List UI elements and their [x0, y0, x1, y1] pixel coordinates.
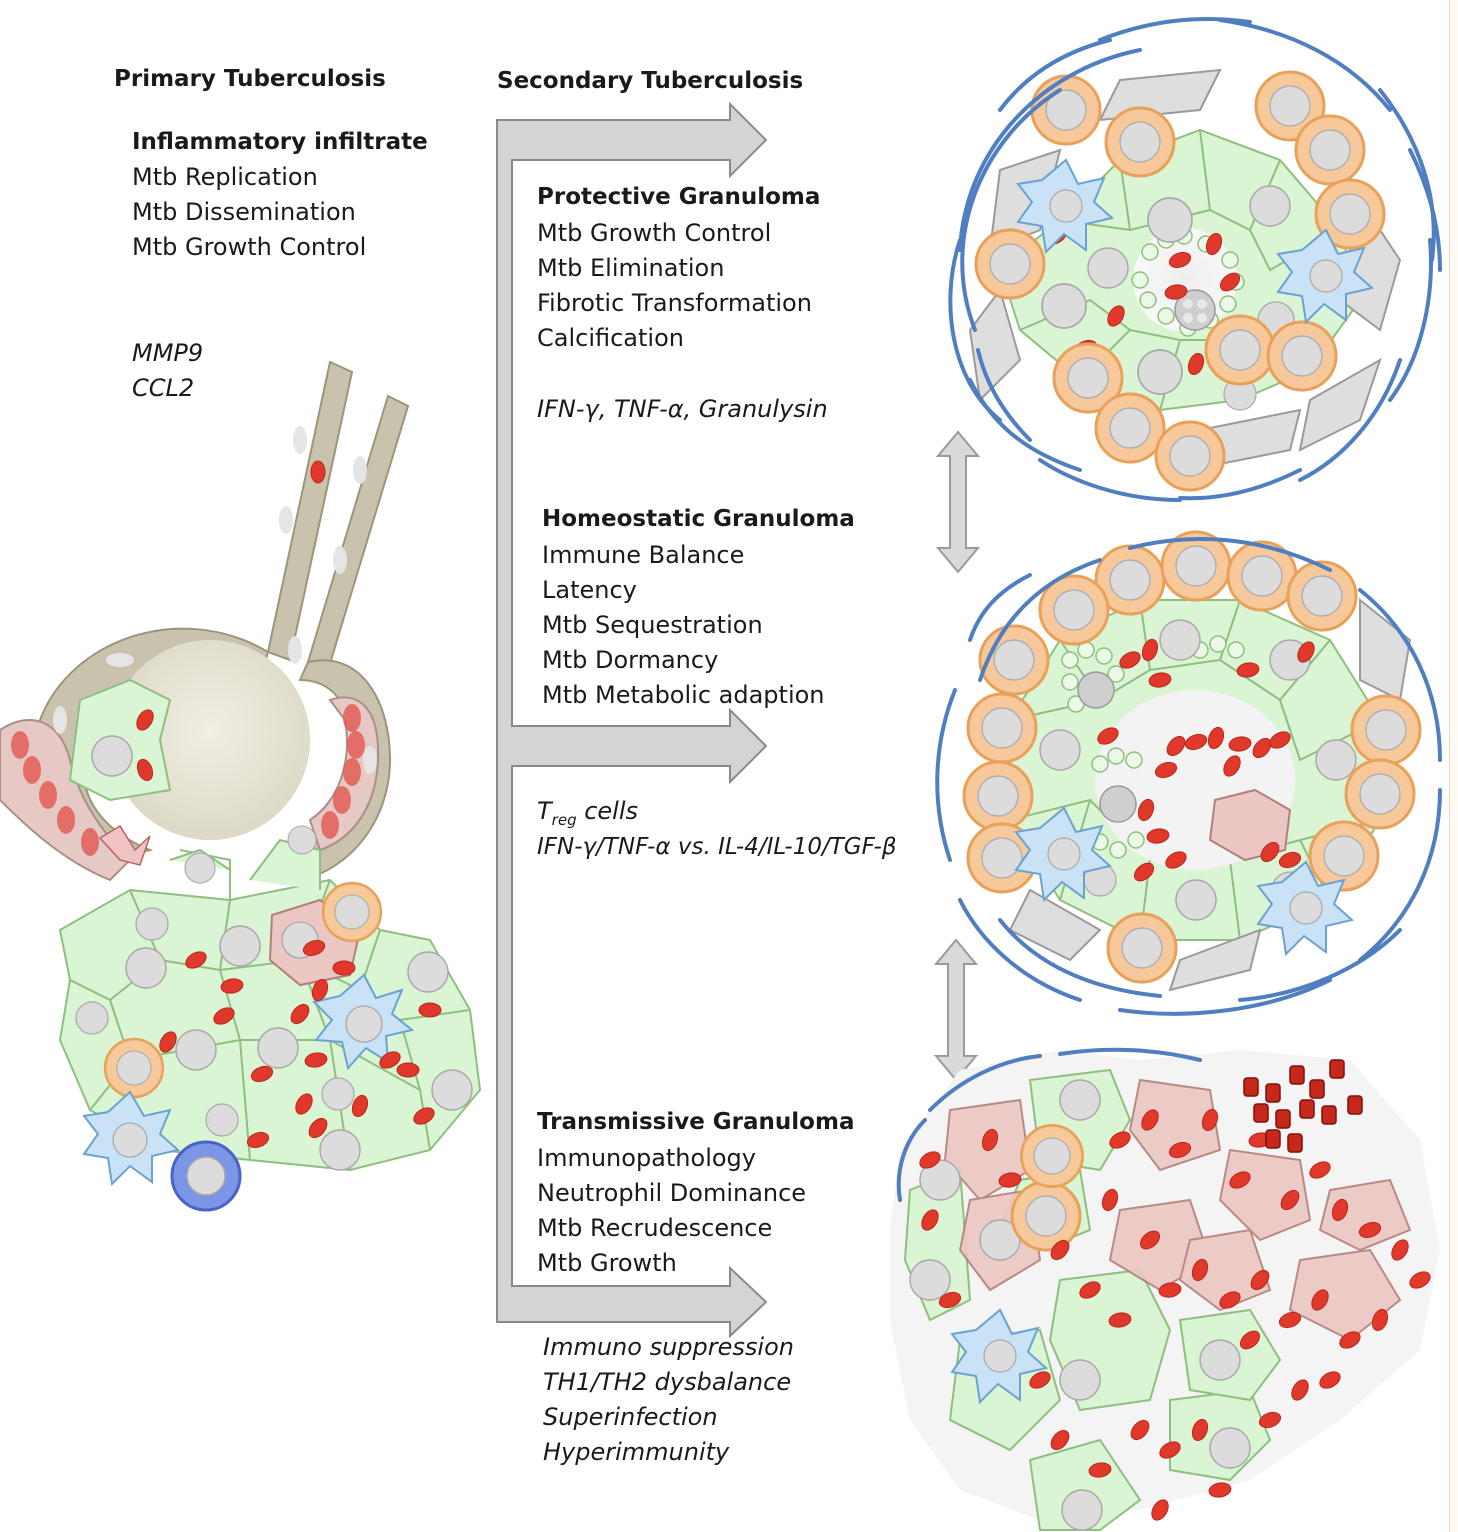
homeostatic-mediators: IFN-γ/TNF-α vs. IL-4/IL-10/TGF-β	[537, 834, 897, 860]
transmissive-item: Immunopathology	[537, 1144, 756, 1172]
protective-item: Fibrotic Transformation	[537, 289, 812, 317]
protective-item: Mtb Elimination	[537, 254, 725, 282]
inflammatory-infiltrate-title: Inflammatory infiltrate	[132, 129, 428, 155]
transmissive-mediator: Immuno suppression	[543, 1333, 794, 1361]
transmissive-item: Neutrophil Dominance	[537, 1179, 807, 1207]
page-edge	[1449, 0, 1458, 1532]
primary-list: Mtb Replication Mtb Dissemination Mtb Gr…	[132, 160, 366, 265]
treg-suffix: cells	[576, 797, 639, 825]
protective-mediators: IFN-γ, TNF-α, Granulysin	[537, 395, 828, 423]
treg-prefix: T	[537, 797, 552, 825]
primary-item: Mtb Growth Control	[132, 233, 367, 261]
transmissive-mediator: TH1/TH2 dysbalance	[543, 1368, 792, 1396]
protective-list: Mtb Growth Control Mtb Elimination Fibro…	[537, 216, 812, 356]
transmissive-mediator: Hyperimmunity	[543, 1438, 730, 1466]
transmissive-granuloma-title: Transmissive Granuloma	[537, 1109, 855, 1135]
homeostatic-item: Immune Balance	[542, 541, 745, 569]
double-arrow-upper	[935, 430, 981, 574]
treg-subscript: reg	[551, 810, 577, 829]
secondary-tb-heading: Secondary Tuberculosis	[497, 68, 804, 94]
airway-alveolus	[0, 360, 410, 882]
transmissive-mediator: Superinfection	[543, 1403, 718, 1431]
mediator-mmp9: MMP9	[132, 339, 204, 367]
mediator-ccl2: CCL2	[132, 374, 195, 402]
primary-tb-heading: Primary Tuberculosis	[114, 66, 386, 92]
homeostatic-item: Mtb Dormancy	[542, 646, 719, 674]
protective-granuloma	[948, 17, 1442, 502]
homeostatic-item: Latency	[542, 576, 637, 604]
primary-item: Mtb Dissemination	[132, 198, 356, 226]
inflammatory-infiltrate-cluster	[58, 824, 482, 1212]
primary-mediators: MMP9 CCL2	[132, 336, 203, 406]
double-arrow-lower	[933, 938, 979, 1082]
transmissive-item: Mtb Recrudescence	[537, 1214, 773, 1242]
homeostatic-list: Immune Balance Latency Mtb Sequestration…	[542, 538, 825, 713]
homeostatic-granuloma-title: Homeostatic Granuloma	[542, 506, 855, 532]
transmissive-granuloma	[890, 1047, 1440, 1531]
protective-item: Mtb Growth Control	[537, 219, 772, 247]
transmissive-mediators: Immuno suppression TH1/TH2 dysbalance Su…	[543, 1330, 794, 1470]
protective-item: Calcification	[537, 324, 684, 352]
homeostatic-item: Mtb Metabolic adaption	[542, 681, 825, 709]
transmissive-item: Mtb Growth	[537, 1249, 677, 1277]
alveolar-macrophage	[68, 678, 172, 802]
homeostatic-item: Mtb Sequestration	[542, 611, 763, 639]
primary-item: Mtb Replication	[132, 163, 318, 191]
treg-label: Treg cells	[537, 794, 638, 838]
protective-granuloma-title: Protective Granuloma	[537, 184, 821, 210]
transmissive-list: Immunopathology Neutrophil Dominance Mtb…	[537, 1141, 806, 1281]
homeostatic-granuloma	[935, 530, 1442, 1016]
bracket-arrows	[496, 101, 768, 1339]
